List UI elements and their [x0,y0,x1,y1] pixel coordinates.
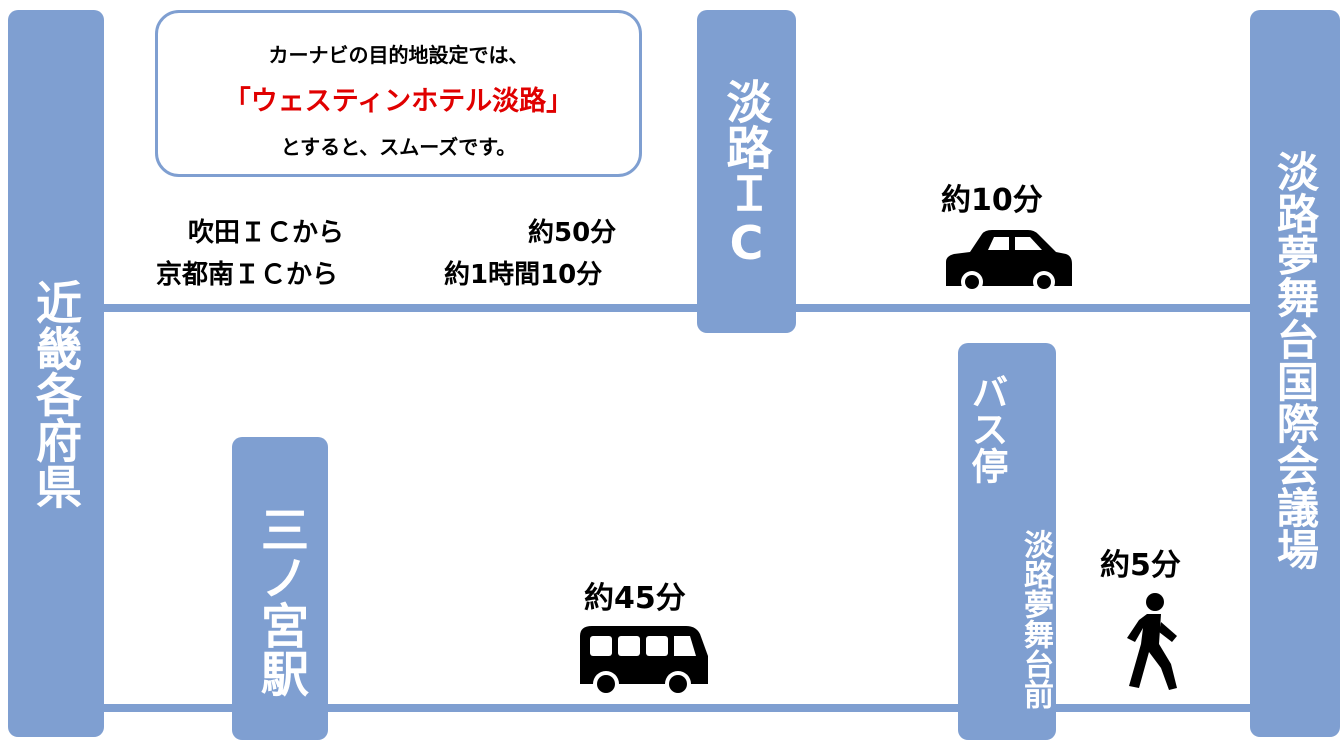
note-hotel-name: 「ウェスティンホテル淡路」 [223,86,574,117]
kyoto-minami-ic-time: 約1時間10分 [444,260,603,290]
note-line-3: とすると、スムーズです。 [280,135,517,159]
sannomiya-label: 三ノ宮駅 [252,505,308,697]
bus-stop-name: 淡路夢舞台前 [1018,529,1053,709]
sannomiya-pillar: 三ノ宮駅 [232,437,328,740]
road-line [100,304,1260,312]
rail-bus-line [100,704,1260,712]
note-line-1: カーナビの目的地設定では、 [268,43,529,67]
car-navigation-note: カーナビの目的地設定では、 「ウェスティンホテル淡路」 とすると、スムーズです。 [155,10,642,177]
origin-label: 近畿各府県 [29,278,83,509]
bus-icon [580,626,708,697]
bus-stop-title: バス停 [965,373,1008,484]
bus-time: 約45分 [584,581,686,616]
walk-time: 約5分 [1100,548,1181,583]
awaji-ic-label: 淡路ＩC [719,78,774,270]
kyoto-minami-ic-label: 京都南ＩＣから [156,260,339,290]
suita-ic-time: 約50分 [528,218,617,248]
suita-ic-label: 吹田ＩＣから [188,218,345,248]
destination-pillar: 淡路夢舞台国際会議場 [1250,10,1340,737]
bus-stop-pillar: バス停 淡路夢舞台前 [958,343,1056,740]
car-time: 約10分 [941,183,1043,218]
origin-pillar: 近畿各府県 [8,10,104,737]
car-icon [946,230,1072,293]
destination-label: 淡路夢舞台国際会議場 [1270,150,1320,570]
awaji-ic-pillar: 淡路ＩC [697,10,796,333]
pedestrian-icon [1127,593,1177,690]
